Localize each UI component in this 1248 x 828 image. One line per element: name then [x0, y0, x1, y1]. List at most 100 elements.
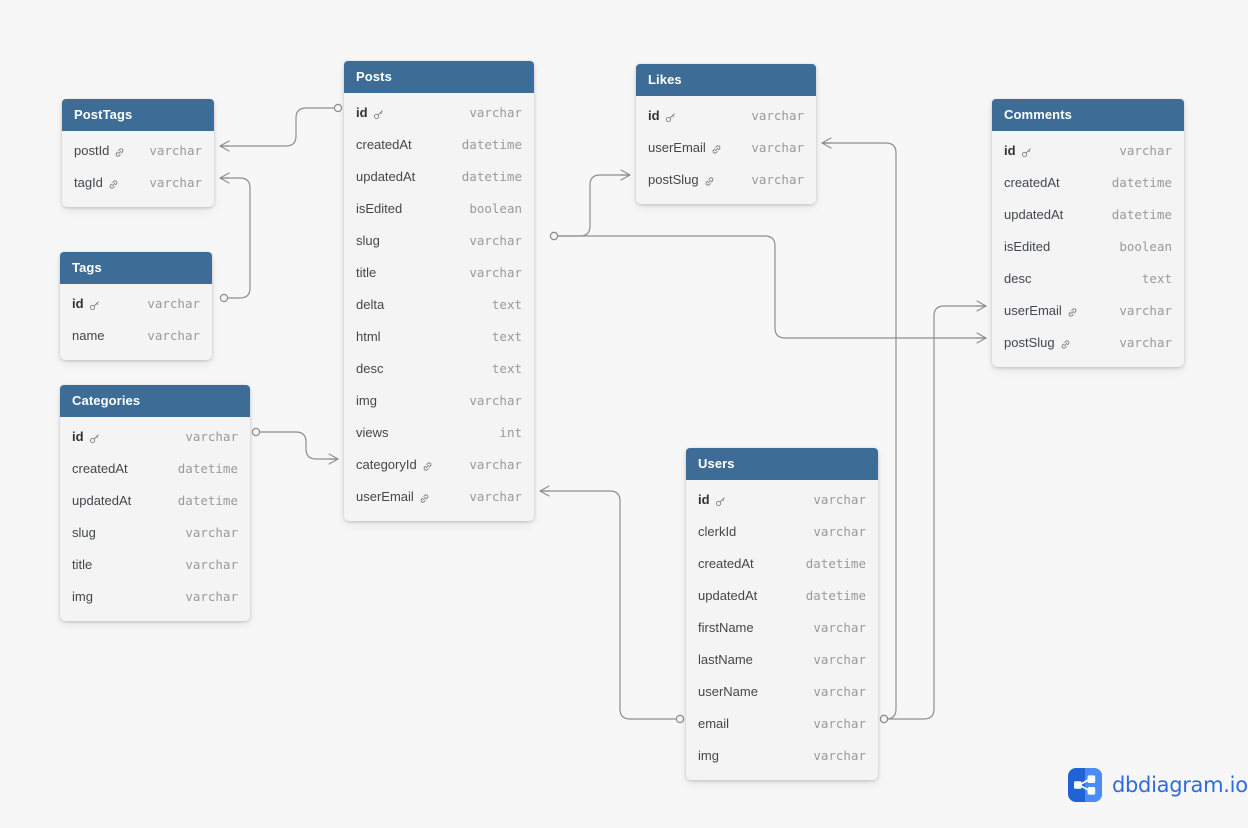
table-header-comments[interactable]: Comments — [992, 99, 1184, 131]
field-type: int — [499, 425, 522, 440]
link-icon — [108, 179, 119, 190]
field-label: img — [698, 748, 719, 763]
table-header-categories[interactable]: Categories — [60, 385, 250, 417]
field-name: postSlug — [648, 164, 715, 196]
field-type: varchar — [469, 457, 522, 472]
field-type: varchar — [813, 620, 866, 635]
field-label: id — [72, 296, 84, 311]
field-name: userName — [698, 676, 758, 708]
table-header-likes[interactable]: Likes — [636, 64, 816, 96]
link-icon — [1060, 339, 1071, 350]
relationship-posts-slug-to-likes-postslug — [549, 169, 631, 241]
field-type: boolean — [469, 201, 522, 216]
field-row[interactable]: updatedAt datetime — [686, 580, 878, 612]
table-header-tags[interactable]: Tags — [60, 252, 212, 284]
field-name: isEdited — [356, 193, 402, 225]
field-row[interactable]: isEdited boolean — [344, 193, 534, 225]
field-type: datetime — [805, 556, 866, 571]
field-label: updatedAt — [698, 588, 758, 603]
field-row[interactable]: categoryId varchar — [344, 449, 534, 481]
field-type: text — [491, 361, 522, 376]
field-label: userName — [698, 684, 758, 699]
field-type: boolean — [1119, 239, 1172, 254]
field-type: datetime — [805, 588, 866, 603]
table-header-posts[interactable]: Posts — [344, 61, 534, 93]
dbdiagram-logo[interactable]: dbdiagram.io — [1068, 768, 1248, 802]
field-name: postId — [74, 135, 125, 167]
field-label: postSlug — [1004, 335, 1055, 350]
field-label: updatedAt — [356, 169, 416, 184]
field-type: varchar — [185, 557, 238, 572]
field-name: categoryId — [356, 449, 433, 481]
field-name: userEmail — [356, 481, 430, 513]
field-name: postSlug — [1004, 327, 1071, 359]
table-header-users[interactable]: Users — [686, 448, 878, 480]
key-icon — [89, 433, 100, 444]
field-label: clerkId — [698, 524, 737, 539]
field-type: text — [491, 329, 522, 344]
table-header-posttags[interactable]: PostTags — [62, 99, 214, 131]
field-type: varchar — [813, 716, 866, 731]
field-type: varchar — [469, 105, 522, 120]
logo-wordmark: dbdiagram.io — [1112, 773, 1248, 797]
field-label: img — [356, 393, 377, 408]
field-name: clerkId — [698, 516, 736, 548]
field-label: delta — [356, 297, 385, 312]
field-type: varchar — [1119, 143, 1172, 158]
field-label: tagId — [74, 175, 103, 190]
field-type: varchar — [469, 265, 522, 280]
link-icon — [711, 144, 722, 155]
field-label: updatedAt — [1004, 207, 1064, 222]
field-type: varchar — [185, 429, 238, 444]
